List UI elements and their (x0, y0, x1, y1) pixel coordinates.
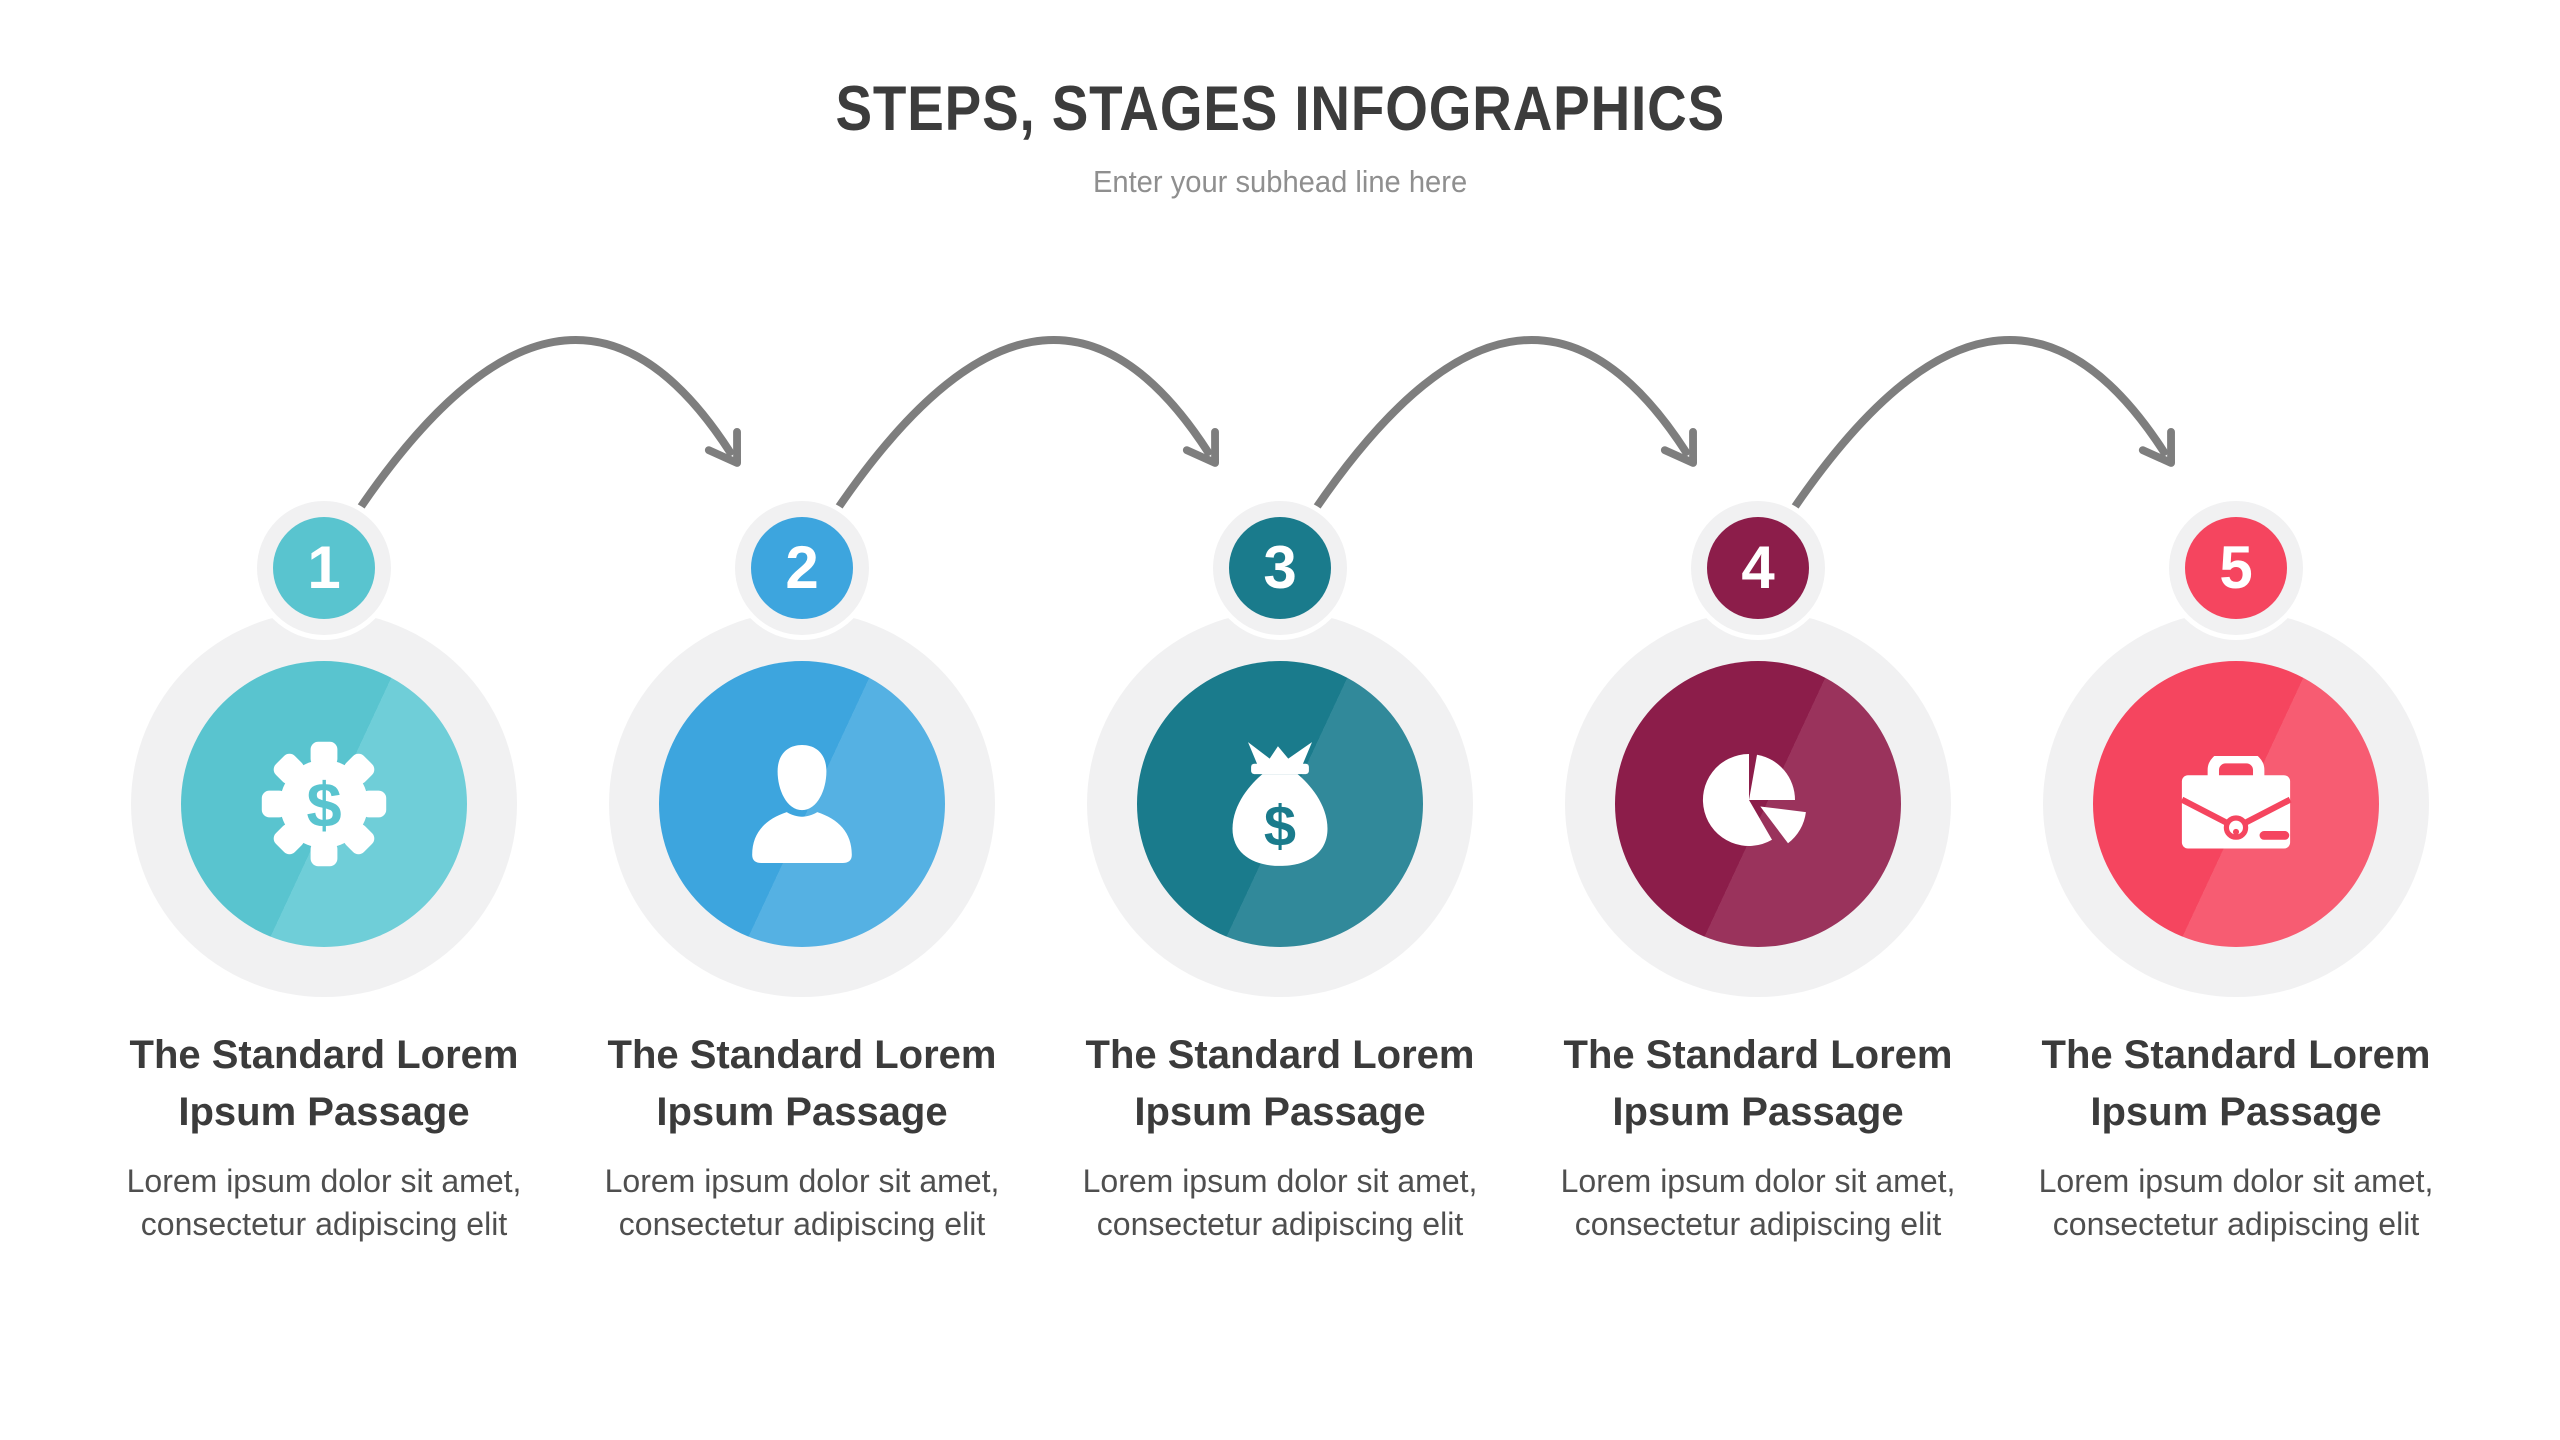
step-3-description: Lorem ipsum dolor sit amet, consectetur … (1082, 1163, 1478, 1242)
steps-row: 1 $ (85, 496, 2475, 1246)
step-5-number-badge: 5 (2164, 496, 2308, 640)
arrow-3-4 (1304, 336, 1698, 524)
step-1: 1 $ (85, 496, 563, 1246)
step-2-number: 2 (785, 534, 819, 601)
page-subtitle: Enter your subhead line here (1092, 164, 1468, 199)
briefcase-icon (2180, 756, 2292, 849)
step-2-number-badge: 2 (730, 496, 874, 640)
pie-chart-icon (1702, 753, 1806, 846)
arrow-4-5 (1782, 336, 2176, 524)
step-5-description: Lorem ipsum dolor sit amet, consectetur … (2038, 1163, 2434, 1242)
step-3-heading: The Standard Lorem Ipsum Passage (1085, 1033, 1475, 1134)
step-4-heading: The Standard Lorem Ipsum Passage (1563, 1033, 1953, 1134)
step-1-description: Lorem ipsum dolor sit amet, consectetur … (126, 1163, 522, 1242)
page-title: STEPS, STAGES INFOGRAPHICS (835, 74, 1725, 144)
step-4: 4 The Standard Lorem Ipsum Passage Lorem… (1519, 496, 1997, 1246)
step-4-circle (1565, 611, 1951, 997)
step-5: 5 The Standard Lorem Ipsum Passage Lorem… (1997, 496, 2475, 1246)
gear-dollar-icon: $ (261, 741, 387, 867)
money-bag-icon: $ (1232, 742, 1328, 866)
header: STEPS, STAGES INFOGRAPHICS Enter your su… (0, 74, 2560, 202)
step-2: 2 The Standard Lorem Ipsum Passage Lorem… (563, 496, 1041, 1246)
svg-text:$: $ (306, 771, 341, 841)
arrow-2-3 (826, 336, 1220, 524)
step-3-number-badge: 3 (1208, 496, 1352, 640)
person-icon (752, 745, 852, 863)
step-1-number-badge: 1 (252, 496, 396, 640)
step-2-description: Lorem ipsum dolor sit amet, consectetur … (604, 1163, 1000, 1242)
step-5-heading: The Standard Lorem Ipsum Passage (2041, 1033, 2431, 1134)
step-1-heading: The Standard Lorem Ipsum Passage (129, 1033, 519, 1134)
step-4-number-badge: 4 (1686, 496, 1830, 640)
step-5-number: 5 (2219, 534, 2253, 601)
svg-text:$: $ (1264, 794, 1296, 858)
step-3-number: 3 (1263, 534, 1297, 601)
step-1-number: 1 (307, 534, 341, 601)
step-4-number: 4 (1741, 534, 1775, 601)
step-2-circle (609, 611, 995, 997)
step-3: 3 $ The Standard Lorem Ipsum Passage Lor… (1041, 496, 1519, 1246)
step-2-heading: The Standard Lorem Ipsum Passage (607, 1033, 997, 1134)
step-3-circle: $ (1087, 611, 1473, 997)
step-5-circle (2043, 611, 2429, 997)
arrow-1-2 (348, 336, 742, 524)
step-4-description: Lorem ipsum dolor sit amet, consectetur … (1560, 1163, 1956, 1242)
step-1-circle: $ (131, 611, 517, 997)
